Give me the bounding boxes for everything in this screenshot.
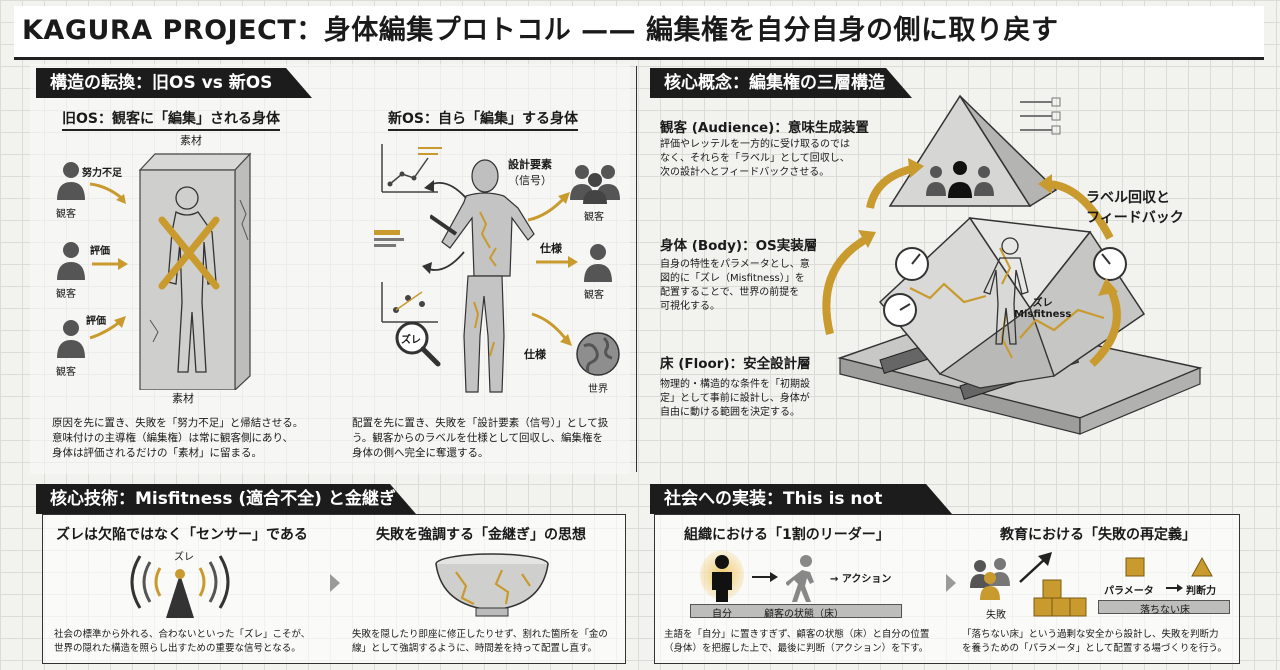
kintsugi-subtitle: 失敗を強調する「金継ぎ」の思想 xyxy=(376,527,586,543)
effort-shortage-label: 努力不足 xyxy=(82,168,122,179)
leader-subtitle: 組織における「1割のリーダー」 xyxy=(684,527,890,543)
person-icon xyxy=(57,320,85,358)
audience-label: 観客 xyxy=(584,290,604,301)
audience-label: 観客 xyxy=(56,209,76,220)
education-subtitle: 教育における「失敗の再定義」 xyxy=(1000,527,1196,543)
material-label-top: 素材 xyxy=(180,134,202,147)
arrow-icon xyxy=(1166,584,1183,592)
arrow-icon xyxy=(527,192,570,222)
evaluation-label: 評価 xyxy=(86,316,106,327)
judgment-label: 判断力 xyxy=(1186,586,1216,597)
section-header-core-technique: 核心技術：Misfitness (適合不全) と金継ぎ xyxy=(36,484,416,514)
audience-label: 観客 xyxy=(584,212,604,223)
curved-arrow-icon xyxy=(424,180,467,199)
sensor-subtitle: ズレは欠陥ではなく「センサー」である xyxy=(56,527,308,543)
audience-label: 観客 xyxy=(56,289,76,300)
feedback-label: ラベル回収とフィードバック xyxy=(1086,190,1184,226)
floor-layer-description: 物理的・構造的な条件を「初期設定」として事前に設計し、身体が自由に動ける範囲を決… xyxy=(660,379,810,418)
person-icon xyxy=(584,244,612,282)
curved-arrow-icon xyxy=(422,251,465,274)
kintsugi-bowl-icon xyxy=(435,553,549,617)
triangle-icon xyxy=(1191,556,1213,577)
students-icon xyxy=(970,558,1010,600)
globe-icon xyxy=(576,332,620,376)
chevron-right-icon xyxy=(330,574,340,592)
material-block-illustration xyxy=(138,152,252,390)
blocks-icon xyxy=(1033,579,1087,617)
old-os-description: 原因を先に置き、失敗を「努力不足」と帰結させる。意味付けの主導権（編集権）は常に… xyxy=(52,417,304,459)
leader-person-icon xyxy=(712,555,732,602)
magnifier-icon xyxy=(395,321,441,367)
education-description: 「落ちない床」という過剰な安全から設計し、失敗を判断力を養うための「パラメータ」… xyxy=(962,629,1227,654)
evaluation-label: 評価 xyxy=(90,246,110,257)
arrow-icon xyxy=(752,572,778,582)
self-label: 自分 xyxy=(712,609,732,620)
arrow-icon xyxy=(89,316,126,340)
world-label: 世界 xyxy=(588,384,608,395)
audience-group-icon xyxy=(570,165,620,204)
new-os-description: 配置を先に置き、失敗を「設計要素（信号）」として扱う。観客からのラベルを仕様とし… xyxy=(352,417,609,459)
design-element-label: 設計要素（信号） xyxy=(508,158,552,187)
chevron-right-icon xyxy=(946,574,956,592)
section-header-structure-shift: 構造の転換：旧OS vs 新OS xyxy=(36,68,312,98)
person-icon xyxy=(57,162,85,200)
parameter-label: パラメータ xyxy=(1104,586,1154,597)
material-label-bottom: 素材 xyxy=(172,392,194,405)
small-block-icon xyxy=(1125,557,1145,577)
vertical-divider xyxy=(636,66,637,472)
walking-person-icon xyxy=(786,555,814,602)
section-header-core-concept: 核心概念：編集権の三層構造 xyxy=(650,68,912,98)
floor-layer-title: 床 (Floor)：安全設計層 xyxy=(660,356,811,372)
action-label: → アクション xyxy=(830,574,892,585)
safe-floor-bar xyxy=(1098,600,1230,614)
old-os-subtitle: 旧OS：観客に「編集」される身体 xyxy=(62,108,280,131)
new-os-subtitle: 新OS：自ら「編集」する身体 xyxy=(388,108,578,131)
arrow-icon xyxy=(92,258,128,270)
document-sketch-icon xyxy=(374,230,404,247)
leader-description: 主語を「自分」に置きすぎず、顧客の状態（床）と自分の位置（身体）を把握した上で、… xyxy=(664,629,930,654)
spec-label: 仕様 xyxy=(524,348,546,361)
spec-label: 仕様 xyxy=(540,242,562,255)
sensor-description: 社会の標準から外れる、合わないといった「ズレ」こそが、世界の隠れた構造を照らし出… xyxy=(54,629,311,654)
kintsugi-body-illustration xyxy=(430,159,535,393)
floor-bar xyxy=(690,604,902,618)
arrow-icon xyxy=(531,312,572,346)
sensor-signal-icon xyxy=(130,555,230,618)
three-layer-pyramid-illustration xyxy=(822,94,1203,435)
body-layer-title: 身体 (Body)：OS実装層 xyxy=(660,238,818,254)
page-title: KAGURA PROJECT：身体編集プロトコル —— 編集権を自分自身の側に取… xyxy=(14,6,1264,60)
person-icon xyxy=(57,242,85,280)
chart-sketch-icon xyxy=(381,144,442,193)
audience-layer-description: 評価やレッテルを一方的に受け取るのではなく、それらを「ラベル」として回収し、次の… xyxy=(660,139,850,178)
arrow-icon xyxy=(536,256,578,268)
arrow-icon xyxy=(89,182,126,204)
kintsugi-description: 失敗を隠したり即座に修正したりせず、割れた箇所を「金の線」として強調するように、… xyxy=(352,629,608,654)
zure-lens-label: ズレ xyxy=(401,335,421,346)
audience-layer-title: 観客 (Audience)：意味生成装置 xyxy=(660,120,869,136)
audience-label: 観客 xyxy=(56,367,76,378)
failure-label: 失敗 xyxy=(986,610,1006,621)
rising-arrow-icon xyxy=(1019,552,1052,583)
section-header-implementation: 社会への実装：This is not theory. xyxy=(650,484,952,514)
body-layer-description: 自身の特性をパラメータとし、意図的に「ズレ（Misfitness）」を配置するこ… xyxy=(660,259,810,312)
safe-floor-label: 落ちない床 xyxy=(1140,605,1190,616)
floor-state-label: 顧客の状態（床） xyxy=(764,609,844,620)
section-structure-shift xyxy=(30,64,630,474)
zure-sensor-label: ズレ xyxy=(174,552,194,563)
